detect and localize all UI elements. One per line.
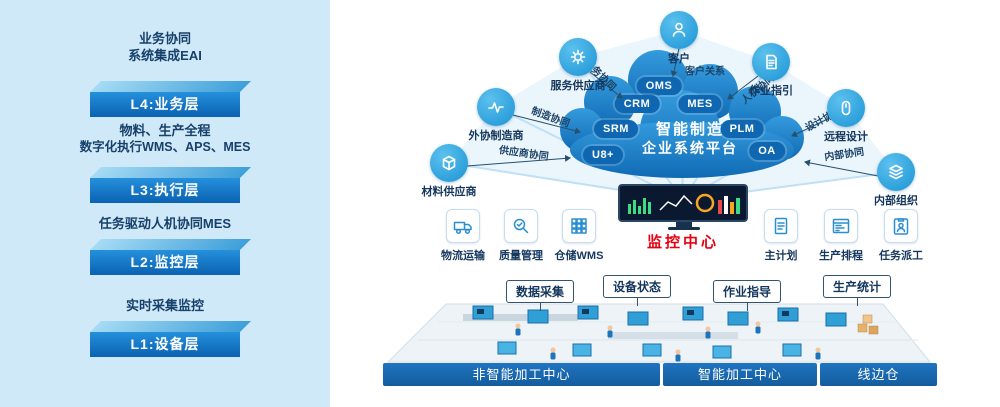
person-icon	[672, 22, 686, 37]
monitor-center-label: 监控中心	[646, 234, 720, 251]
zone-non-smart-machining: 非智能加工中心	[383, 363, 660, 386]
satellite-remote-design-label: 远程设计	[824, 131, 868, 143]
satellite-internal-organization-label: 内部组织	[874, 195, 918, 207]
gear-icon	[570, 49, 586, 65]
layer3-platform: L3:执行层	[90, 178, 240, 203]
layer3-description: 物料、生产全程 数字化执行WMS、APS、MES	[0, 122, 330, 156]
satellite-customer-label: 客户	[668, 53, 690, 65]
cloud-module-crm: CRM	[614, 95, 660, 113]
cloud-module-mes: MES	[678, 95, 722, 113]
satellite-internal-organization	[877, 153, 915, 191]
cloud-module-oms: OMS	[636, 77, 682, 95]
module-warehouse-wms: 仓储WMS	[548, 209, 610, 263]
layers-icon	[889, 164, 903, 180]
satellite-customer	[660, 11, 698, 49]
layer3-label: L3:执行层	[130, 182, 200, 198]
module-logistics-label: 物流运输	[441, 250, 485, 262]
layer1-description: 实时采集监控	[0, 297, 330, 314]
satellite-work-guide-label: 作业指引	[749, 85, 793, 97]
satellite-material-supplier	[430, 144, 468, 182]
zone-line-side-warehouse: 线边仓	[820, 363, 937, 386]
module-scheduling-label: 生产排程	[819, 250, 863, 262]
satellite-outsourced-manufacturer-label: 外协制造商	[468, 130, 524, 142]
clipboard-person-icon	[893, 218, 909, 235]
monitor-base	[668, 227, 700, 230]
module-scheduling-box	[824, 209, 858, 243]
mouse-icon	[841, 100, 851, 116]
module-master-plan-box	[764, 209, 798, 243]
cloud-module-plm: PLM	[720, 120, 764, 138]
floor-tag-data-collection: 数据采集	[505, 280, 575, 311]
floor-tag-production-stats: 生产统计	[822, 275, 892, 306]
layer2-platform: L2:监控层	[90, 250, 240, 275]
layer2-description: 任务驱动人机协同MES	[0, 215, 330, 232]
document-lines-icon	[774, 217, 788, 235]
module-quality: 质量管理	[490, 209, 552, 263]
factory-floor-illustration	[386, 303, 932, 363]
monitor-screen	[618, 184, 748, 222]
module-logistics-box	[446, 209, 480, 243]
satellite-remote-design	[827, 89, 865, 127]
gantt-chart-icon	[832, 218, 850, 234]
architecture-panel: 业务协同 系统集成EAI L4:业务层 物料、生产全程 数字化执行WMS、APS…	[0, 0, 330, 407]
layer4-platform: L4:业务层	[90, 92, 240, 117]
module-quality-box	[504, 209, 538, 243]
module-logistics: 物流运输	[432, 209, 494, 263]
layer2-desc-line1: 任务驱动人机协同MES	[98, 216, 232, 231]
truck-icon	[453, 221, 472, 235]
module-task-dispatch-label: 任务派工	[879, 250, 923, 262]
dashboard-graphics	[628, 193, 740, 214]
monitor-stand	[676, 222, 692, 227]
layer1-label: L1:设备层	[130, 336, 200, 352]
satellite-work-guide	[752, 43, 790, 81]
floor-tag-equipment-status: 设备状态	[602, 275, 672, 306]
layer4-desc-line2: 系统集成EAI	[128, 48, 202, 63]
grid-boxes-icon	[571, 218, 587, 234]
collab-label-customer-relation: 客户关系	[685, 66, 725, 78]
layer1-platform: L1:设备层	[90, 332, 240, 357]
cloud-module-u8: U8+	[583, 146, 623, 164]
cloud-title-line1: 智能制造	[655, 121, 725, 138]
layer4-description: 业务协同 系统集成EAI	[0, 30, 330, 64]
cloud-module-oa: OA	[749, 142, 785, 160]
magnifier-check-icon	[513, 218, 529, 234]
module-master-plan: 主计划	[750, 209, 812, 263]
floor-tag-work-instruction: 作业指导	[712, 280, 782, 311]
module-warehouse-box	[562, 209, 596, 243]
zone-smart-machining: 智能加工中心	[663, 363, 817, 386]
document-icon	[766, 54, 777, 70]
cloud-shape	[560, 50, 804, 178]
layer4-desc-line1: 业务协同	[138, 31, 191, 46]
cloud-title-line2: 企业系统平台	[642, 140, 738, 156]
module-quality-label: 质量管理	[499, 250, 543, 262]
satellite-service-provider-label: 服务供应商	[550, 80, 606, 92]
satellite-outsourced-manufacturer	[477, 88, 515, 126]
module-warehouse-label: 仓储WMS	[554, 250, 604, 262]
cloud-module-srm: SRM	[594, 120, 638, 138]
layer3-desc-line2: 数字化执行WMS、APS、MES	[79, 140, 251, 154]
module-task-dispatch: 任务派工	[870, 209, 932, 263]
layer3-desc-line1: 物料、生产全程	[119, 123, 211, 138]
layer2-label: L2:监控层	[130, 254, 200, 270]
satellite-service-provider	[559, 38, 597, 76]
module-task-dispatch-box	[884, 209, 918, 243]
layer1-desc-line1: 实时采集监控	[125, 298, 204, 313]
box-icon	[442, 155, 456, 171]
module-scheduling: 生产排程	[810, 209, 872, 263]
collaboration-arrows	[466, 47, 879, 177]
waveform-icon	[488, 102, 504, 113]
layer4-label: L4:业务层	[130, 96, 200, 112]
satellite-material-supplier-label: 材料供应商	[421, 186, 477, 198]
module-master-plan-label: 主计划	[764, 250, 798, 262]
